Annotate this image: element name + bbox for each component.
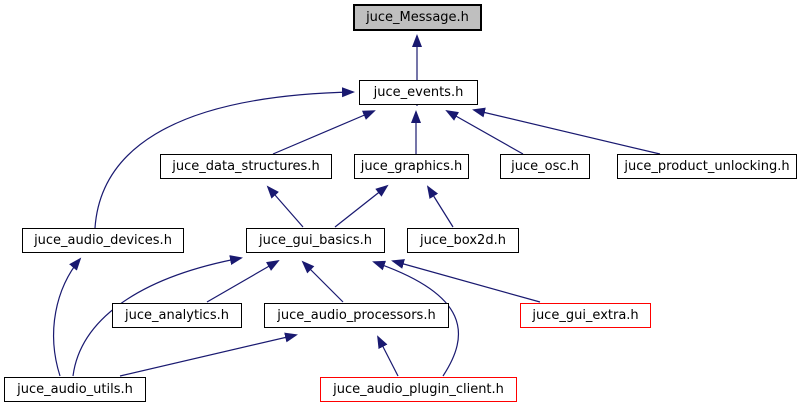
node-juce-analytics-h[interactable]: juce_analytics.h [112,303,242,328]
node-juce-audio-utils-h[interactable]: juce_audio_utils.h [4,377,146,402]
node-juce-audio-devices-h[interactable]: juce_audio_devices.h [22,228,184,253]
node-juce-box2d-h[interactable]: juce_box2d.h [407,228,519,253]
node-juce-data-structures-h[interactable]: juce_data_structures.h [160,154,332,179]
node-juce-osc-h[interactable]: juce_osc.h [500,154,590,179]
node-juce-events-h[interactable]: juce_events.h [359,80,478,105]
edge-pluginclient-to-guibasics [372,260,460,377]
edge-productunlocking-to-events [472,107,661,155]
edge-audioprocessors-to-guibasics [301,260,344,303]
node-juce-audio-processors-h[interactable]: juce_audio_processors.h [264,303,449,328]
node-juce-message-h: juce_Message.h [353,4,482,31]
node-juce-product-unlocking-h[interactable]: juce_product_unlocking.h [617,154,797,179]
edge-audiodevices-to-events [94,87,355,229]
edge-box2d-to-graphics [426,185,454,228]
edge-datastructures-to-events [272,110,376,155]
node-juce-audio-plugin-client-h[interactable]: juce_audio_plugin_client.h [320,377,517,402]
edge-guiextra-to-guibasics [391,259,541,303]
node-juce-graphics-h[interactable]: juce_graphics.h [354,154,469,179]
edge-guibasics-to-datastructures [266,185,304,228]
edge-osc-to-events [445,110,524,155]
edge-analytics-to-guibasics [206,259,280,303]
edge-guibasics-to-graphics [334,184,389,228]
edge-audioutils-to-processors [119,332,298,377]
node-juce-gui-extra-h[interactable]: juce_gui_extra.h [520,303,651,328]
edge-audioutils-to-audiodevices [53,257,82,377]
edge-pluginclient-to-processors [377,335,399,377]
node-juce-gui-basics-h[interactable]: juce_gui_basics.h [246,228,385,253]
